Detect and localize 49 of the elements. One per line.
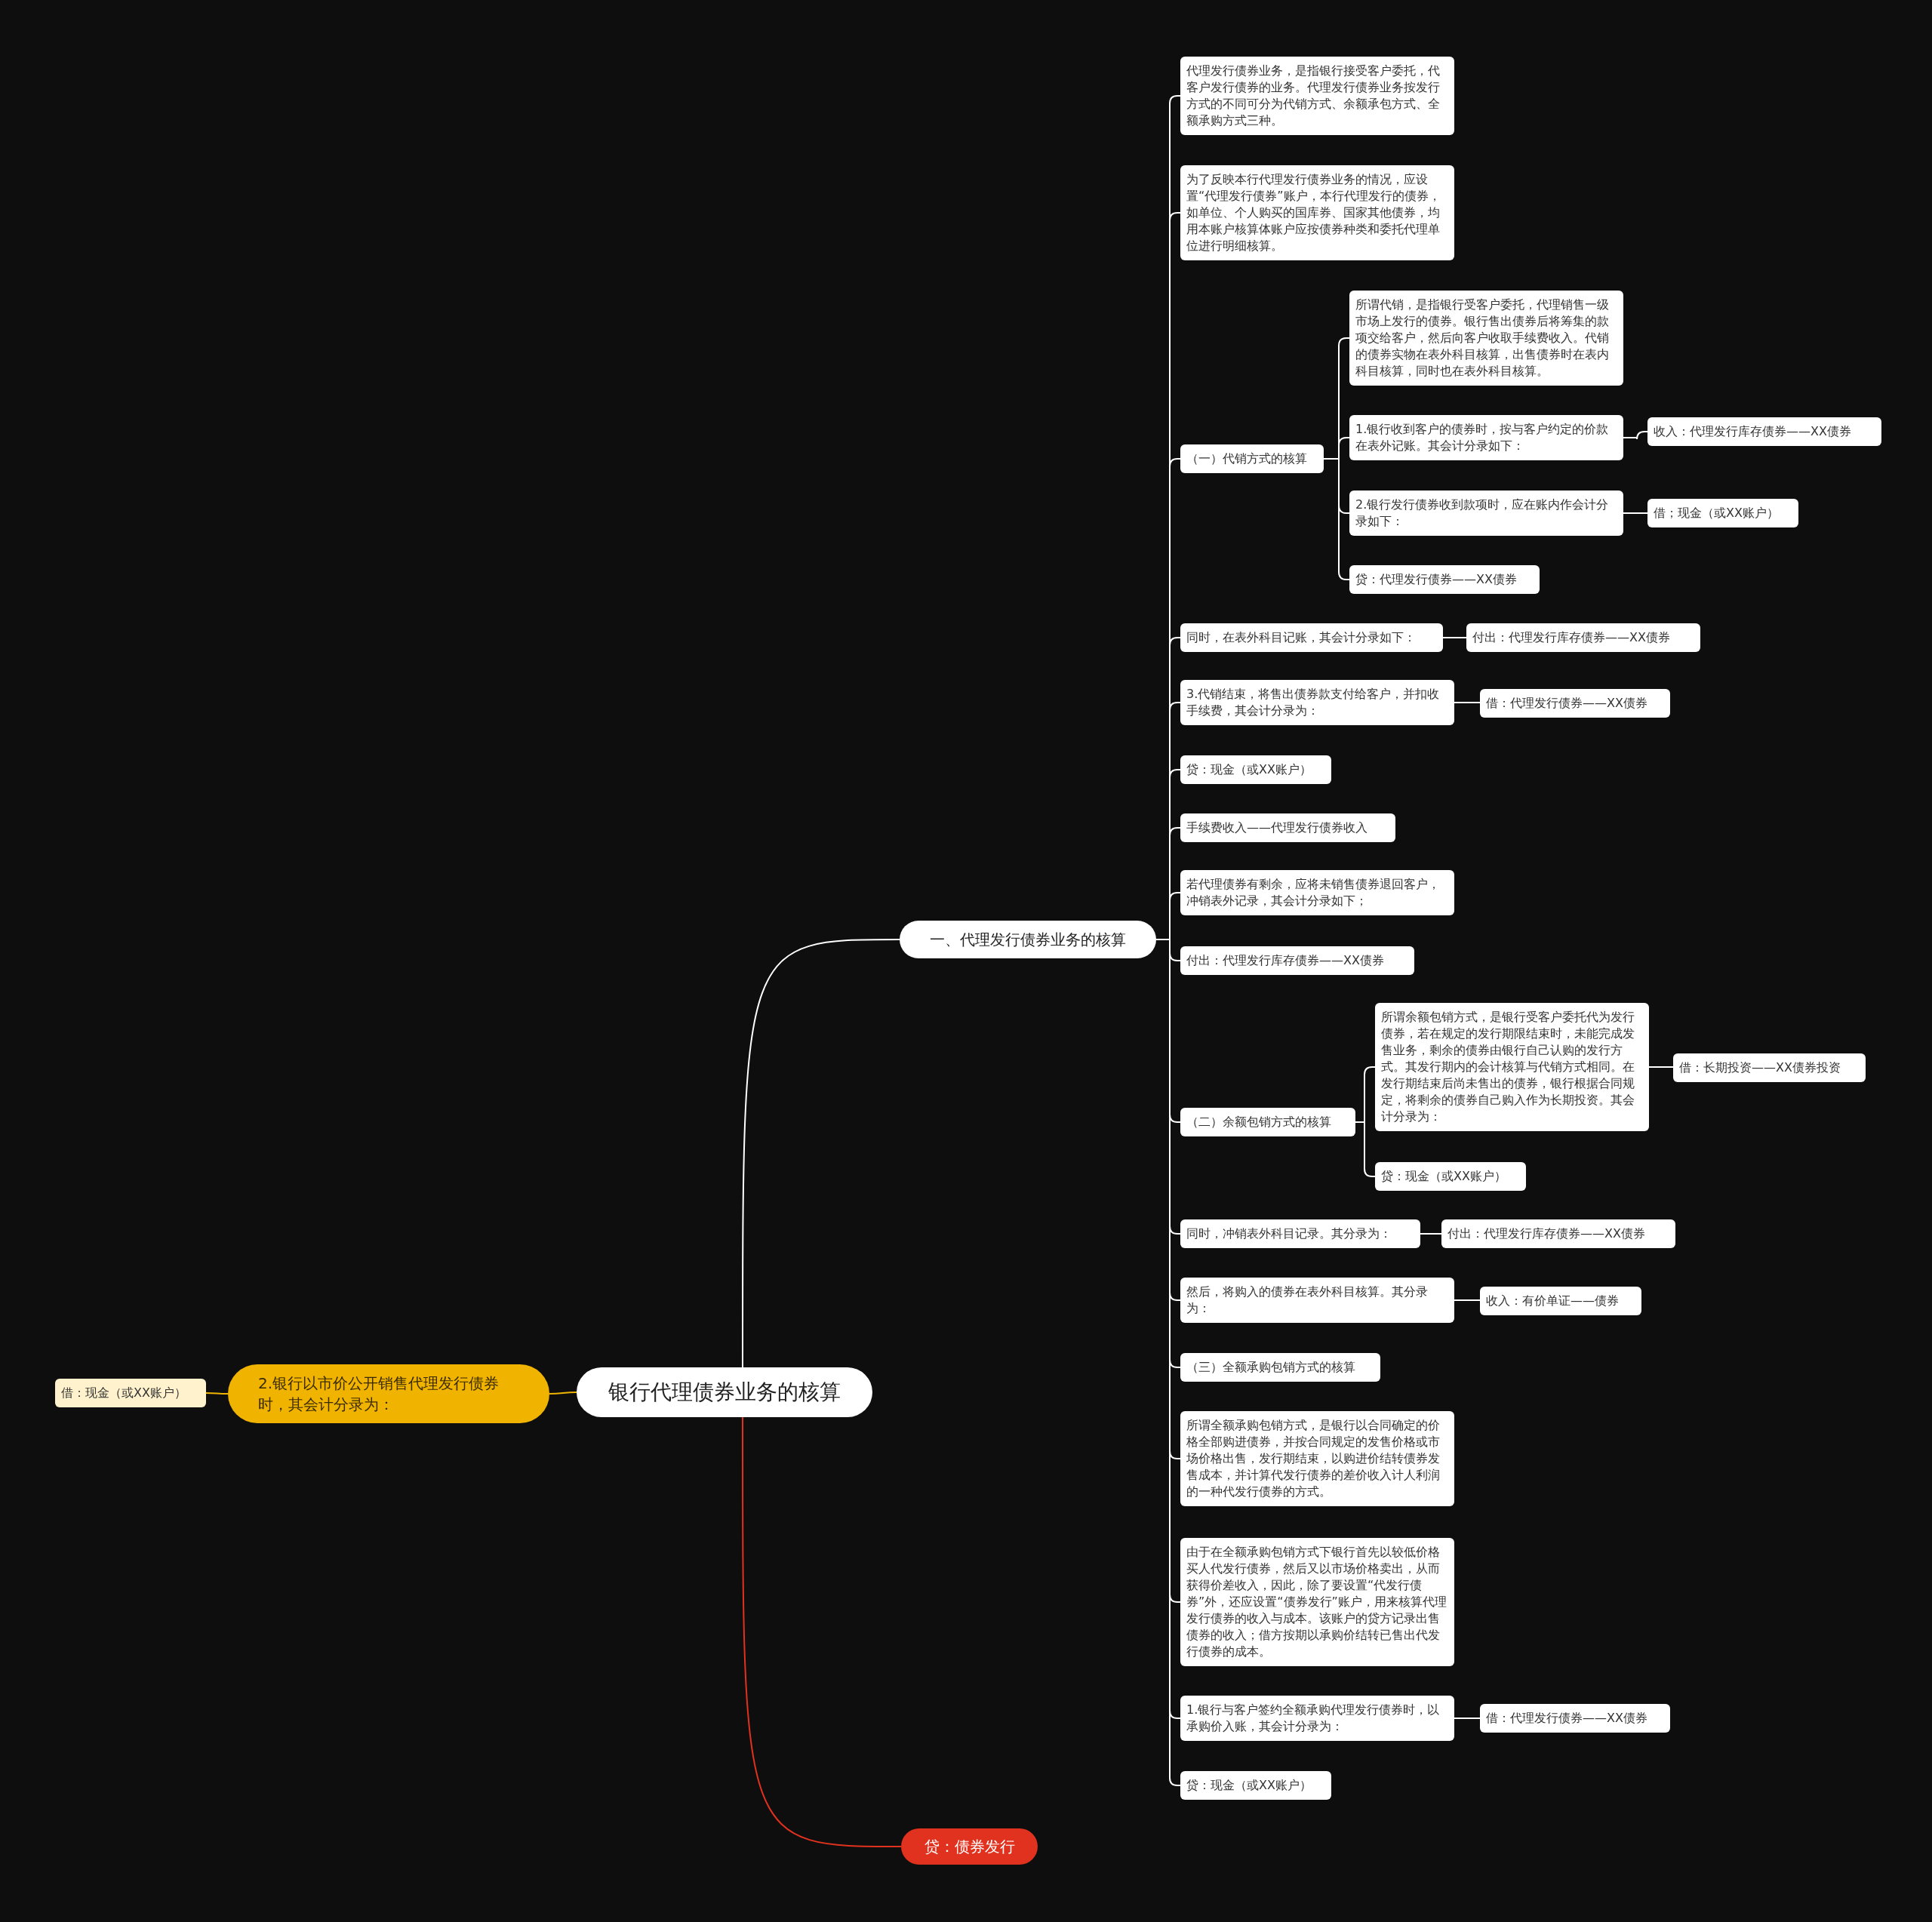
topic-box: 2.银行发行债券收到款项时，应在账内作会计分录如下： (1349, 490, 1623, 536)
topic-box: 收入：有价单证——债券 (1480, 1287, 1641, 1315)
topic-box: 贷：债券发行 (901, 1828, 1038, 1865)
topic-box: 借：长期投资——XX债券投资 (1673, 1053, 1866, 1082)
topic-box: 为了反映本行代理发行债券业务的情况，应设置“代理发行债券”账户，本行代理发行的债券，如单位、个人购买的国库券、国家其他债券，均用本账户核算体账户应按债券种类和委托代理单位进行明细核算。 (1180, 165, 1454, 260)
connector-line (1648, 1066, 1674, 1068)
topic-box: 贷：代理发行债券——XX债券 (1349, 565, 1540, 594)
topic-box: 3.代销结束，将售出债券款支付给客户，并扣收手续费，其会计分录为： (1180, 680, 1454, 725)
topic-box: 然后，将购入的债券在表外科目核算。其分录为： (1180, 1278, 1454, 1323)
connector-line (742, 1416, 902, 1847)
connector-line (1420, 1233, 1442, 1235)
topic-box: 1.银行收到客户的债券时，按与客户约定的价款在表外记账。其会计分录如下： (1349, 415, 1623, 460)
connector-line (205, 1392, 229, 1395)
topic-box: 2.银行以市价公开销售代理发行债券时，其会计分录为： (228, 1364, 549, 1423)
connector-line (1623, 431, 1648, 440)
topic-box: 付出：代理发行库存债券——XX债券 (1180, 946, 1414, 975)
topic-box: 同时，冲销表外科目记录。其分录为： (1180, 1219, 1420, 1248)
topic-box: 借：代理发行债券——XX债券 (1480, 689, 1670, 718)
connector-line (549, 1392, 577, 1395)
topic-box: 若代理债券有剩余，应将未销售债券退回客户，冲销表外记录，其会计分录如下； (1180, 870, 1454, 915)
topic-box: 代理发行债券业务，是指银行接受客户委托，代客户发行债券的业务。代理发行债券业务按发行方式的不同可分为代销方式、余额承包方式、全额承购方式三种。 (1180, 57, 1454, 135)
topic-box: （一）代销方式的核算 (1180, 444, 1324, 473)
central-topic: 银行代理债券业务的核算 (577, 1367, 872, 1417)
topic-box: （三）全额承购包销方式的核算 (1180, 1353, 1380, 1382)
topic-box: （二）余额包销方式的核算 (1180, 1108, 1355, 1136)
topic-box: 收入：代理发行库存债券——XX债券 (1647, 417, 1881, 446)
topic-box: 借：代理发行债券——XX债券 (1480, 1704, 1670, 1733)
topic-box: 借：现金（或XX账户） (55, 1379, 206, 1407)
connector-line (1454, 702, 1481, 703)
topic-box: 贷：现金（或XX账户） (1375, 1162, 1526, 1191)
topic-box: 手续费收入——代理发行债券收入 (1180, 813, 1395, 842)
topic-box: 所谓全额承购包销方式，是银行以合同确定的价格全部购进债券，并按合同规定的发售价格或市场价格出售，发行期结束，以购进价结转债券发售成本，并计算代发行债券的差价收入计人利润的一种代发行债券的方式。 (1180, 1411, 1454, 1506)
topic-box: 1.银行与客户签约全额承购代理发行债券时，以承购价入账，其会计分录为： (1180, 1696, 1454, 1741)
topic-box: 由于在全额承购包销方式下银行首先以较低价格买人代发行债券，然后又以市场价格卖出，从而获得价差收入，因此，除了要设置“代发行债券”外，还应设置“债券发行”账户，用来核算代理发行债券的收入与成本。该账户的贷方记录出售债券的收入；借方按期以承购价结转已售出代发行债券的成本。 (1180, 1538, 1454, 1666)
connector-line (1355, 1121, 1376, 1177)
topic-box: 借；现金（或XX账户） (1647, 499, 1798, 527)
topic-box: 付出：代理发行库存债券——XX债券 (1466, 623, 1700, 652)
topic-box: 所谓余额包销方式，是银行受客户委托代为发行债券，若在规定的发行期限结束时，未能完成发售业务，剩余的债券由银行自己认购的发行方式。其发行期内的会计核算与代销方式相同。在发行期结束后尚未售出的债券，银行根据合同规定，将剩余的债券自己购入作为长期投资。其会计分录为： (1375, 1003, 1649, 1131)
topic-box: 贷：现金（或XX账户） (1180, 755, 1331, 784)
topic-box: 所谓代销，是指银行受客户委托，代理销售一级市场上发行的债券。银行售出债券后将筹集的款项交给客户，然后向客户收取手续费收入。代销的债券实物在表外科目核算，出售债券时在表内科目核算，同时也在表外科目核算。 (1349, 291, 1623, 386)
connector-line (1442, 637, 1467, 638)
topic-box: 一、代理发行债券业务的核算 (900, 921, 1156, 958)
topic-box: 付出：代理发行库存债券——XX债券 (1441, 1219, 1675, 1248)
topic-box: 同时，在表外科目记账，其会计分录如下： (1180, 623, 1443, 652)
connector-line (1454, 1299, 1481, 1301)
connector-line (1623, 512, 1648, 514)
connector-line (1454, 1717, 1481, 1719)
topic-box: 贷：现金（或XX账户） (1180, 1771, 1331, 1800)
connector-line (742, 939, 900, 1368)
